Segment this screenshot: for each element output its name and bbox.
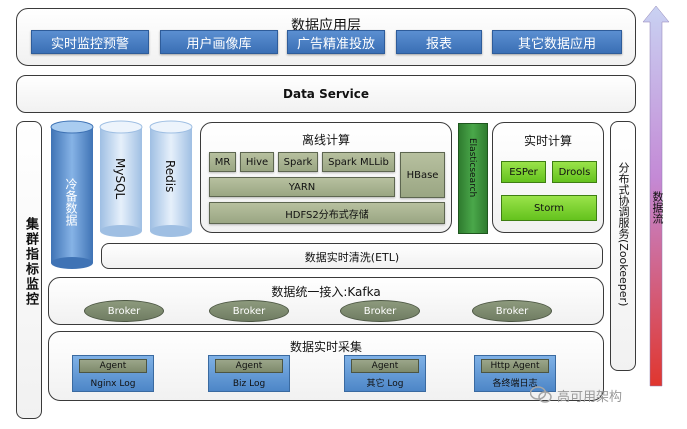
agent-biz[interactable]: Agent Biz Log: [208, 355, 290, 392]
engine-mr[interactable]: MR: [209, 152, 236, 172]
watermark-label: 高可用架构: [557, 389, 623, 405]
agent-nginx[interactable]: Agent Nginx Log: [72, 355, 154, 392]
agent-http[interactable]: Http Agent 各终端日志: [474, 355, 556, 392]
agent-other[interactable]: Agent 其它 Log: [344, 355, 426, 392]
yarn-box[interactable]: YARN: [209, 177, 395, 197]
engine-spark[interactable]: Spark: [278, 152, 318, 172]
data-service-label: Data Service: [283, 87, 369, 101]
agent-nginx-source: Nginx Log: [90, 379, 136, 389]
broker-4[interactable]: Broker: [472, 300, 552, 322]
cluster-monitor-panel: 集群指标监控: [16, 121, 42, 419]
agent-other-source: 其它 Log: [366, 379, 404, 389]
broker-1[interactable]: Broker: [84, 300, 164, 322]
cluster-monitor-label: 集群指标监控: [23, 217, 38, 307]
engine-hive[interactable]: Hive: [240, 152, 274, 172]
redis-cylinder: Redis: [149, 120, 193, 238]
app-item-ad-targeting[interactable]: 广告精准投放: [287, 30, 385, 54]
esper-box[interactable]: ESPer: [501, 161, 546, 183]
agent-biz-source: Biz Log: [232, 379, 266, 389]
app-item-user-profile[interactable]: 用户画像库: [160, 30, 278, 54]
agent-http-agent: Http Agent: [481, 359, 549, 373]
cold-backup-cylinder: 冷备数据: [50, 120, 94, 270]
app-item-other[interactable]: 其它数据应用: [492, 30, 622, 54]
elasticsearch-label: Elasticsearch: [467, 138, 477, 198]
hbase-box[interactable]: HBase: [400, 152, 445, 198]
engine-spark-mllib[interactable]: Spark MLLib: [322, 152, 395, 172]
zookeeper-label: 分布式协调服务(Zookeeper): [617, 162, 630, 307]
zookeeper-panel: 分布式协调服务(Zookeeper): [610, 121, 636, 371]
broker-2[interactable]: Broker: [209, 300, 289, 322]
agent-biz-agent: Agent: [215, 359, 283, 373]
agent-http-source: 各终端日志: [492, 379, 538, 389]
app-item-monitor[interactable]: 实时监控预警: [31, 30, 149, 54]
etl-panel: 数据实时清洗(ETL): [101, 243, 603, 269]
realtime-title: 实时计算: [523, 134, 572, 148]
elasticsearch-box[interactable]: Elasticsearch: [458, 123, 488, 234]
offline-title: 离线计算: [301, 133, 350, 147]
mysql-label: MySQL: [113, 158, 127, 200]
data-flow-arrow: 数据流: [642, 6, 670, 388]
storm-box[interactable]: Storm: [501, 195, 597, 221]
agent-other-agent: Agent: [351, 359, 419, 373]
drools-box[interactable]: Drools: [552, 161, 597, 183]
kafka-title: 数据统一接入:Kafka: [271, 285, 381, 299]
app-item-report[interactable]: 报表: [396, 30, 482, 54]
collection-title: 数据实时采集: [289, 340, 362, 354]
mysql-cylinder: MySQL: [99, 120, 143, 238]
broker-3[interactable]: Broker: [340, 300, 420, 322]
wechat-icon: [529, 386, 552, 404]
hdfs-box[interactable]: HDFS2分布式存储: [209, 202, 445, 224]
cold-backup-label: 冷备数据: [64, 178, 78, 226]
data-flow-label: 数据流: [651, 191, 664, 224]
agent-nginx-agent: Agent: [79, 359, 147, 373]
etl-label: 数据实时清洗(ETL): [304, 251, 400, 264]
watermark: 高可用架构: [529, 380, 680, 410]
redis-label: Redis: [163, 160, 177, 193]
data-service-panel: Data Service: [16, 75, 636, 113]
